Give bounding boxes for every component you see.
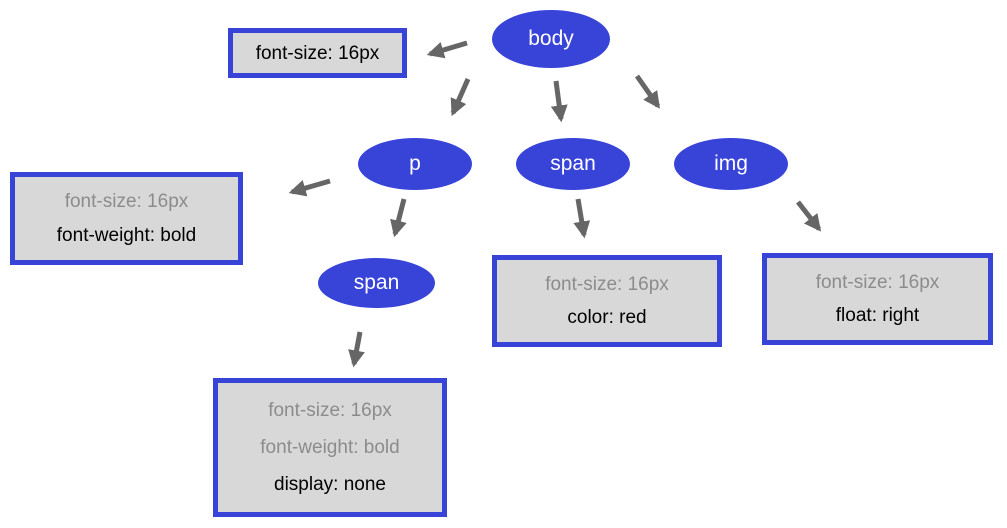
arrow-img-to-img-styles <box>796 200 822 232</box>
node-p: p <box>358 138 472 190</box>
arrow-span-2-to-span-2-styles <box>348 331 365 368</box>
style-line: font-size: 16px <box>64 191 189 212</box>
node-img: img <box>674 138 788 190</box>
style-line: font-size: 16px <box>255 42 380 64</box>
style-line: float: right <box>835 305 920 327</box>
arrow-body-to-span-1 <box>550 80 568 123</box>
node-span-2: span <box>318 258 435 308</box>
arrow-span-1-to-span-1-styles <box>573 198 591 239</box>
arrow-p-to-p-styles <box>288 178 331 197</box>
arrow-body-to-img <box>634 74 661 109</box>
stylebox-span-2: font-size: 16px font-weight: bold displa… <box>213 378 447 517</box>
style-line: font-size: 16px <box>815 271 940 293</box>
node-span-1: span <box>516 138 630 190</box>
style-line: display: none <box>274 474 386 495</box>
node-p-label: p <box>409 152 421 175</box>
style-line: color: red <box>567 307 647 329</box>
style-line: font-size: 16px <box>268 400 392 421</box>
style-line: font-weight: bold <box>260 437 400 458</box>
node-body-label: body <box>528 27 574 50</box>
stylebox-body: font-size: 16px <box>228 28 407 78</box>
node-body: body <box>492 10 610 68</box>
arrow-body-to-body-styles <box>426 40 468 59</box>
stylebox-img: font-size: 16px float: right <box>762 253 993 345</box>
arrow-body-to-p <box>450 77 471 117</box>
stylebox-p: font-size: 16px font-weight: bold <box>10 172 243 265</box>
style-line: font-weight: bold <box>56 225 197 246</box>
arrow-p-to-span-2 <box>390 198 407 238</box>
node-span-2-label: span <box>353 271 400 294</box>
node-img-label: img <box>714 152 748 175</box>
style-line: font-size: 16px <box>545 273 669 295</box>
stylebox-span-1: font-size: 16px color: red <box>492 255 722 347</box>
node-span-1-label: span <box>550 152 596 175</box>
